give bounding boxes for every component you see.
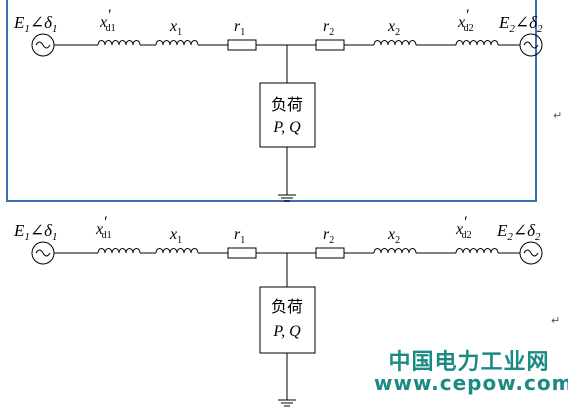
circuit-bottom: E1∠δ1 x′d1 x1 r1 r2 x2 x′d2 E2∠δ2 负荷 P, …: [13, 214, 543, 407]
load-title: 负荷: [271, 297, 303, 316]
label-r1: r1: [234, 18, 245, 38]
source-right-symbol: [519, 33, 543, 57]
inductor-x2: [373, 40, 417, 46]
inductor-xd2: [455, 248, 499, 254]
resistor-r1: [227, 39, 257, 51]
inductor-xd2: [455, 40, 499, 46]
circuit-top: E1∠δ1 x′d1 x1 r1 r2 x2 x′d2 E2∠δ2 负荷 P, …: [13, 7, 543, 202]
label-r2: r2: [323, 226, 334, 246]
label-x2: x2: [387, 18, 400, 38]
source-right-label: E2∠δ2: [496, 221, 541, 243]
label-xd1: x′d1: [95, 214, 112, 241]
label-xd2: x′d2: [455, 214, 472, 241]
inductor-x1: [155, 248, 199, 254]
resistor-r2: [315, 39, 345, 51]
label-x2: x2: [387, 226, 400, 246]
ground-symbol: [277, 399, 297, 407]
resistor-r2: [315, 247, 345, 259]
load-box: [259, 82, 316, 148]
label-r1: r1: [234, 226, 245, 246]
label-x1: x1: [169, 18, 182, 38]
label-r2: r2: [323, 18, 334, 38]
load-title: 负荷: [271, 95, 303, 114]
ground-symbol: [277, 194, 297, 202]
source-left-label: E1∠δ1: [13, 221, 58, 243]
label-xd2: x′d2: [457, 7, 474, 34]
inductor-x2: [373, 248, 417, 254]
inductor-x1: [155, 40, 199, 46]
load-params: P, Q: [272, 323, 301, 340]
label-x1: x1: [169, 226, 182, 246]
selection-frame: [6, 0, 537, 202]
inductor-xd1: [97, 248, 141, 254]
source-right-symbol: [519, 241, 543, 265]
watermark-title: 中国电力工业网: [388, 350, 550, 375]
source-left-label: E1∠δ1: [13, 13, 58, 35]
source-right-label: E2∠δ2: [498, 13, 543, 35]
resistor-r1: [227, 247, 257, 259]
watermark-url: www.cepow.com: [374, 371, 568, 395]
inductor-xd1: [97, 40, 141, 46]
load-params: P, Q: [272, 119, 301, 136]
return-mark: ↵: [553, 109, 563, 122]
load-box: [259, 286, 316, 354]
return-mark: ↵: [551, 314, 561, 327]
label-xd1: x′d1: [99, 7, 116, 34]
